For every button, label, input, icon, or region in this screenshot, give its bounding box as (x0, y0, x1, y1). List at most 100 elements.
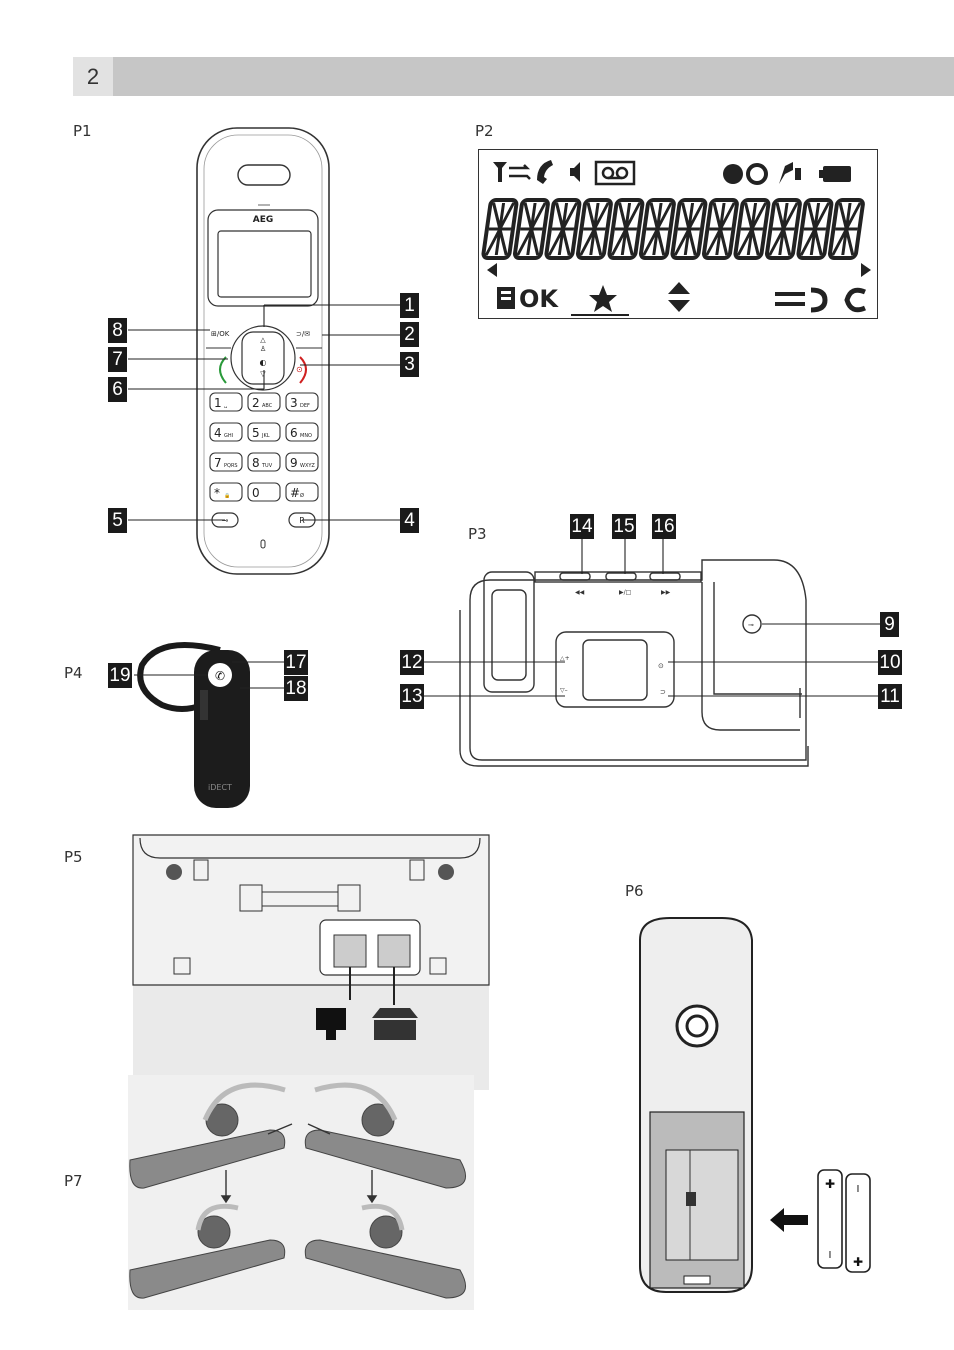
callout-18: 18 (284, 676, 308, 701)
keypad-digit: 1 (214, 396, 222, 410)
battery-1-icon (817, 1169, 843, 1269)
segment-character (670, 198, 708, 260)
panel-label-p4: P4 (64, 664, 83, 682)
segment-character (638, 198, 676, 260)
clear-icon (844, 287, 866, 313)
callout-7: 7 (108, 347, 127, 372)
svg-text:I: I (829, 1250, 832, 1261)
panel-label-p1: P1 (73, 122, 92, 140)
ringer-off-icon (779, 162, 801, 184)
answering-machine-icon (594, 160, 636, 186)
callout-1: 1 (400, 293, 419, 318)
panel-label-p2: P2 (475, 122, 494, 140)
keypad-letters: WXYZ (300, 463, 315, 469)
keypad-key[interactable]: *🔒 (209, 482, 243, 502)
callout-15: 15 (612, 514, 636, 539)
keypad-letters: ABC (262, 403, 273, 409)
battery-icon (823, 166, 851, 182)
svg-text:◐: ◐ (260, 358, 267, 367)
callout-12: 12 (400, 650, 424, 675)
panel-label-p7: P7 (64, 1172, 83, 1190)
segment-character (733, 198, 771, 260)
star-icon (589, 285, 617, 312)
callout-11: 11 (878, 684, 902, 709)
segment-character (827, 198, 865, 260)
svg-text:◀◀: ◀◀ (575, 589, 585, 596)
lcd-display: OK (478, 149, 878, 319)
segment-digits (481, 198, 865, 260)
segment-character (607, 198, 645, 260)
keypad-digit: 2 (252, 396, 260, 410)
svg-text:▽: ▽ (260, 370, 266, 378)
keypad-key[interactable]: 1␣ (209, 392, 243, 412)
callout-9: 9 (880, 612, 899, 637)
alarm-icon (723, 164, 743, 184)
keypad-digit: # (290, 486, 300, 500)
keypad-letters: Ø (300, 492, 304, 499)
keypad-digit: 6 (290, 426, 298, 440)
segment-character (512, 198, 550, 260)
callout-10: 10 (878, 650, 902, 675)
segment-character (575, 198, 613, 260)
panel-label-p5: P5 (64, 848, 83, 866)
handset-call-icon (537, 160, 553, 184)
panel-label-p3: P3 (468, 525, 487, 543)
svg-text:▶/□: ▶/□ (619, 589, 631, 596)
transfer-bottom-icon (775, 292, 805, 306)
svg-text:✚: ✚ (825, 1177, 835, 1191)
page-header-bar: 2 (73, 57, 954, 96)
callout-2: 2 (400, 322, 419, 347)
headset-illustration: ✆ iDECT (134, 642, 285, 808)
callout-19: 19 (108, 663, 132, 688)
svg-text:△+: △+ (560, 655, 570, 662)
svg-text:▽–: ▽– (560, 687, 568, 694)
keypad-letters: 🔒 (224, 492, 230, 499)
callout-6: 6 (108, 377, 127, 402)
callout-8: 8 (108, 318, 127, 343)
keypad-digit: 4 (214, 426, 222, 440)
callout-17: 17 (284, 650, 308, 675)
keypad-digit: * (214, 486, 220, 500)
svg-text:⊃/✉: ⊃/✉ (296, 330, 310, 338)
keypad-digit: 8 (252, 456, 260, 470)
keypad-letters: DEF (300, 403, 310, 409)
page-number: 2 (73, 57, 113, 96)
callout-4: 4 (400, 508, 419, 533)
keypad-letters: JKL (261, 433, 270, 439)
left-arrow-icon (487, 263, 497, 277)
svg-text:△: △ (260, 336, 266, 344)
callout-16: 16 (652, 514, 676, 539)
keypad-letters: TUV (261, 463, 273, 469)
antenna-icon (493, 162, 507, 182)
headset-brand: iDECT (208, 783, 232, 792)
phone-socket-icon (372, 1008, 418, 1040)
keypad-key[interactable]: #Ø (285, 482, 319, 502)
svg-text:⊙: ⊙ (658, 662, 664, 670)
svg-text:⊃: ⊃ (660, 688, 666, 696)
status-icons (493, 160, 851, 186)
svg-text:I: I (857, 1184, 860, 1195)
segment-character (764, 198, 802, 260)
ok-indicator: OK (519, 285, 559, 313)
panel-label-p6: P6 (625, 882, 644, 900)
right-arrow-icon (861, 263, 871, 277)
keypad-digit: 0 (252, 486, 260, 500)
keypad-letters: PQRS (224, 463, 238, 469)
svg-text:⊙: ⊙ (296, 365, 303, 374)
keypad-letters: GHI (224, 433, 233, 439)
insert-arrow-icon (770, 1208, 808, 1232)
segment-character (481, 198, 519, 260)
svg-text:✆: ✆ (215, 669, 225, 683)
keypad-key[interactable]: 0 (247, 482, 281, 502)
segment-character (701, 198, 739, 260)
